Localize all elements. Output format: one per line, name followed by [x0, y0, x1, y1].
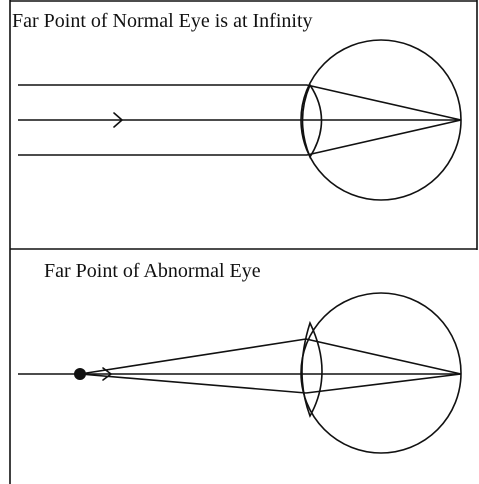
abnormal-eye-panel: Far Point of Abnormal Eye	[18, 260, 461, 453]
normal-eye-caption: Far Point of Normal Eye is at Infinity	[12, 10, 313, 32]
diverging-rays	[18, 339, 461, 393]
normal-eye-panel: Far Point of Normal Eye is at Infinity	[12, 10, 461, 200]
parallel-rays	[18, 85, 461, 155]
lower-diverging-ray	[80, 374, 306, 393]
abnormal-eye-caption: Far Point of Abnormal Eye	[44, 260, 261, 282]
abnormal-eyeball	[301, 293, 461, 453]
abnormal-eye-lens	[302, 323, 322, 416]
lower-refracted-ray	[306, 374, 461, 393]
lower-refracted-ray	[307, 120, 461, 155]
upper-diverging-ray	[80, 339, 306, 374]
upper-refracted-ray	[307, 85, 461, 120]
diagram-frame	[10, 0, 477, 484]
far-point-dot	[74, 368, 86, 380]
upper-refracted-ray	[306, 339, 461, 374]
